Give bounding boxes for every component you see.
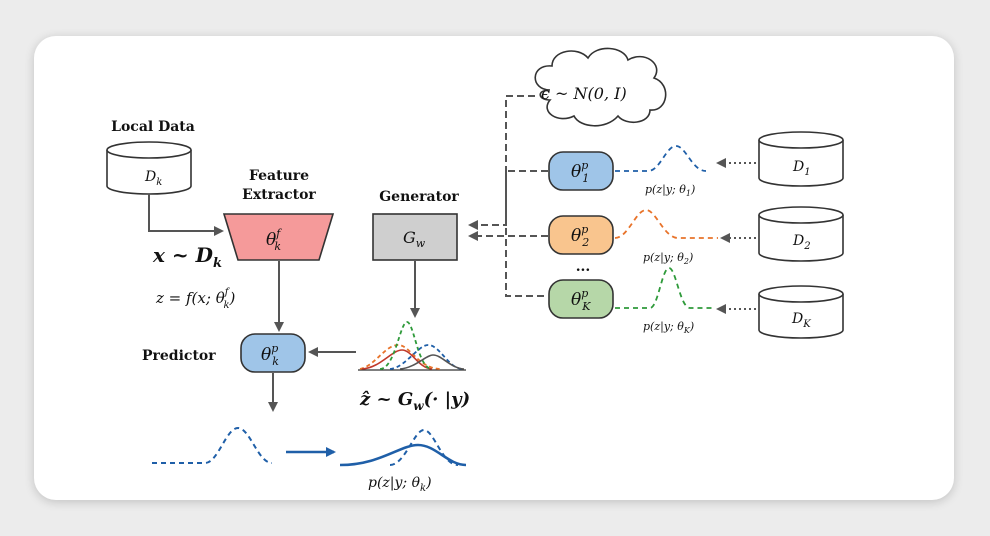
- client-1-distribution: [615, 145, 707, 172]
- generator-label: Generator: [379, 189, 459, 205]
- noise-label: ϵ ~ N(0, I): [541, 84, 627, 103]
- local-data-symbol: Dk: [144, 169, 162, 188]
- generated-distribution-plot: [358, 321, 466, 371]
- d1-symbol: D1: [792, 159, 811, 178]
- d2-symbol: D2: [792, 233, 811, 252]
- gw-symbol: Gw: [403, 228, 426, 250]
- zhat-label: ẑ ~ Gw(· |y): [359, 389, 470, 413]
- noise-cloud: ϵ ~ N(0, I): [534, 47, 667, 127]
- bus-theta-nodes: [505, 170, 548, 297]
- p-2-label: p(z|y; θ2): [643, 251, 693, 266]
- arrow-noise-to-generator: [468, 95, 535, 230]
- x-sample-label: x ~ Dk: [152, 243, 222, 271]
- ellipsis-label: ...: [576, 259, 591, 275]
- dk-symbol: DK: [791, 311, 811, 330]
- local-output-curve: [152, 426, 273, 464]
- feature-extractor-label-1: Feature: [249, 168, 309, 184]
- p-1-label: p(z|y; θ1): [645, 183, 695, 198]
- generator-node: Gw: [372, 213, 458, 261]
- feature-extractor-label-2: Extractor: [242, 187, 316, 203]
- p-k-client-label: p(z|y; θK): [643, 320, 694, 335]
- p-k-label: p(z|y; θk): [368, 475, 432, 494]
- diagram-card: [34, 36, 954, 500]
- aligned-output-curve: [339, 428, 467, 467]
- client-2-distribution: [614, 209, 718, 239]
- arrow-data-to-extractor: [148, 194, 224, 236]
- client-1-data-cylinder: D1: [758, 131, 844, 187]
- client-2-data-cylinder: D2: [758, 206, 844, 262]
- local-data-cylinder: Dk: [106, 141, 192, 195]
- local-data-label: Local Data: [111, 119, 195, 135]
- predictor-label: Predictor: [142, 348, 216, 364]
- client-k-data-cylinder: DK: [758, 285, 844, 339]
- client-k-distribution: [615, 267, 712, 309]
